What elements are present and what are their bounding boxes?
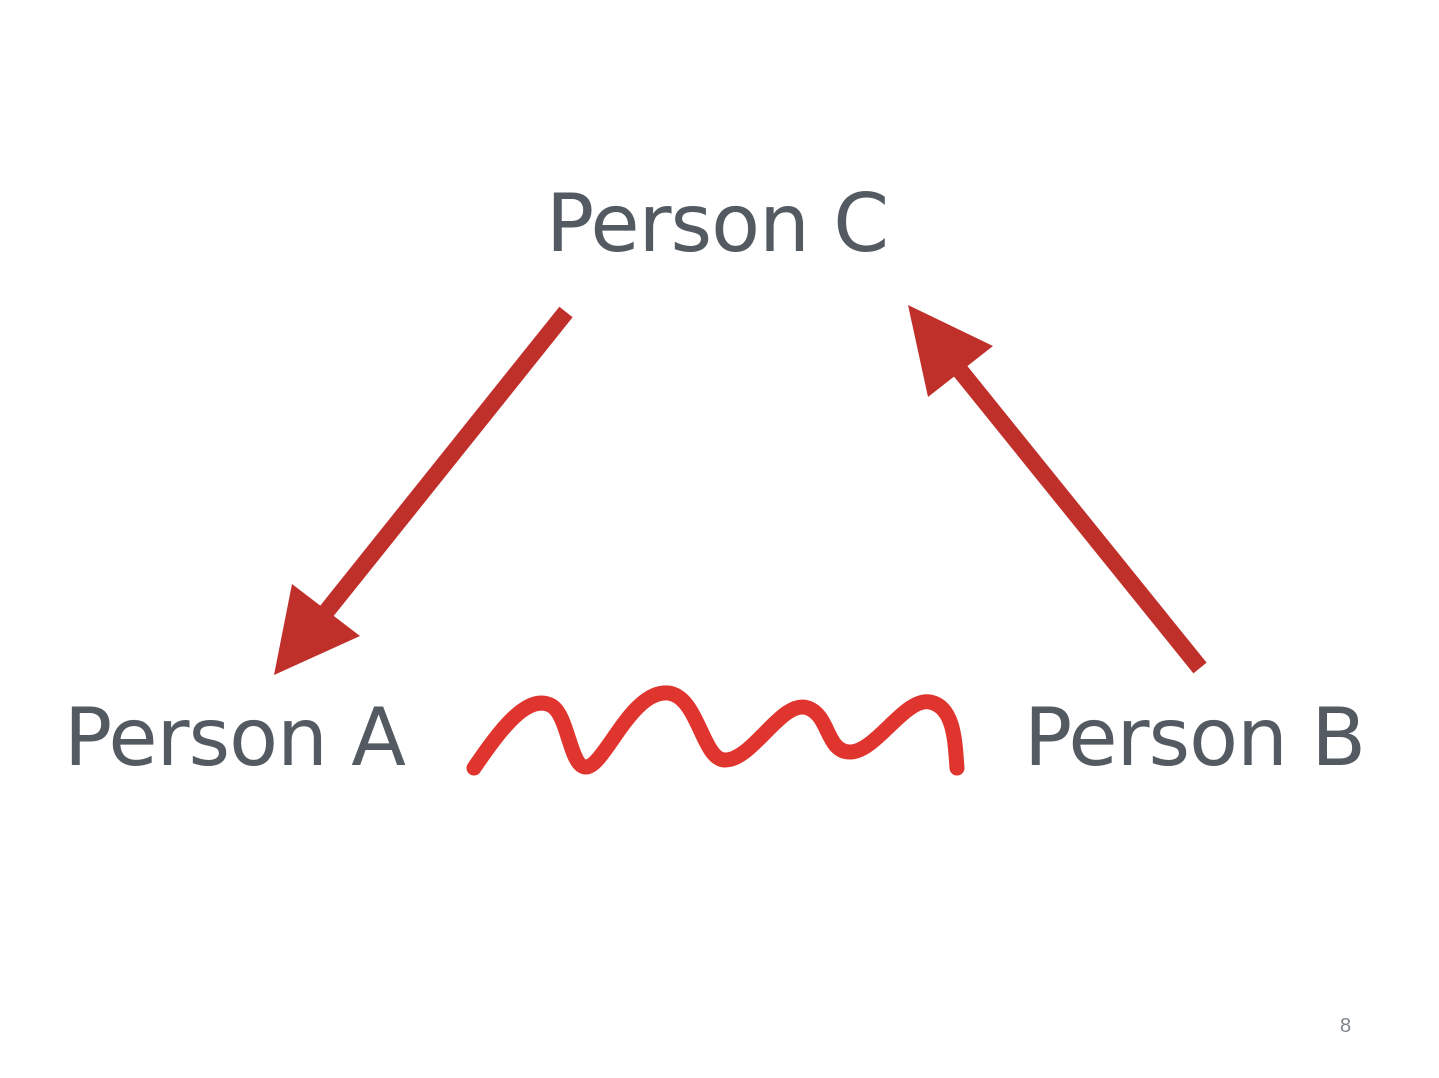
page-number: 8 (1340, 1015, 1352, 1037)
arrow-b-to-c (908, 305, 1207, 674)
arrow-c-to-a-head (274, 584, 360, 675)
arrow-b-to-c-head (908, 305, 993, 397)
person-c-label: Person C (546, 177, 889, 270)
person-b-label: Person B (1024, 691, 1366, 784)
arrow-b-to-c-shaft (951, 362, 1207, 674)
person-a-label: Person A (64, 691, 406, 784)
arrow-c-to-a (274, 306, 573, 675)
arrow-c-to-a-shaft (319, 306, 573, 618)
squiggle-icon (466, 685, 965, 776)
